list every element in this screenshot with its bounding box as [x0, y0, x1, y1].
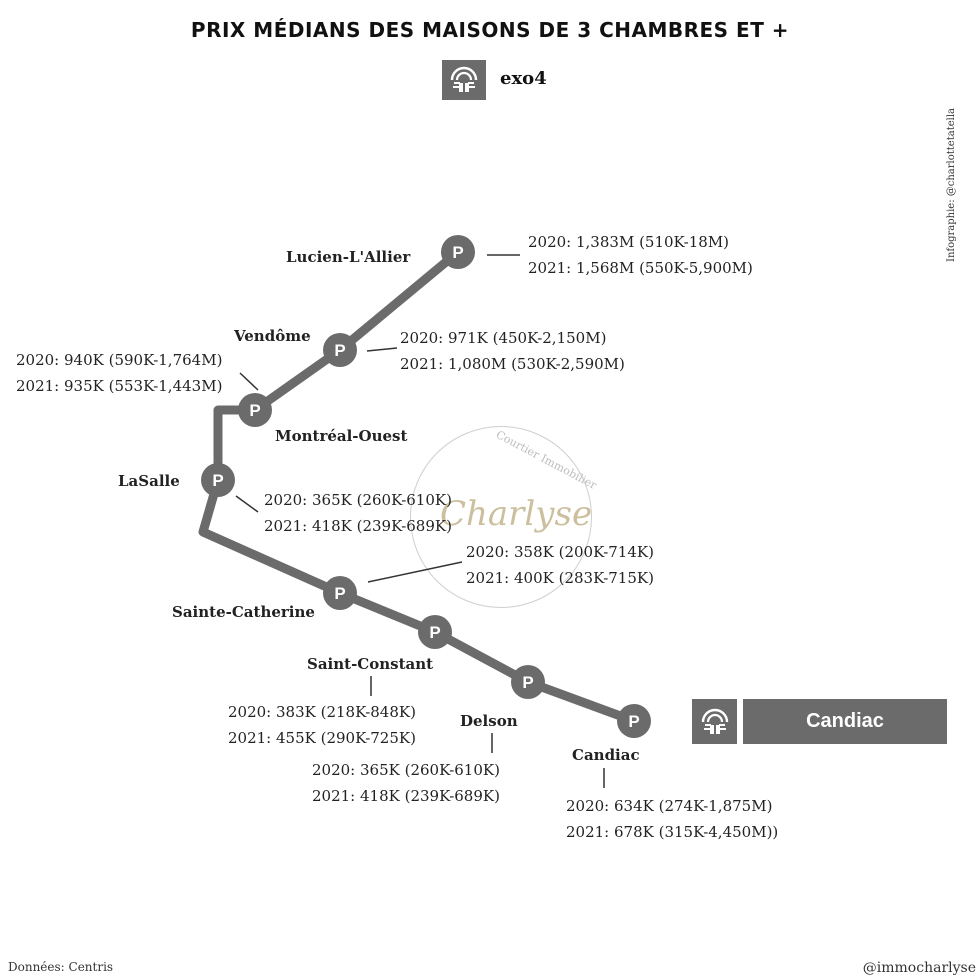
leader-line-lasalle	[235, 495, 259, 513]
data-source: Données: Centris	[8, 960, 114, 974]
station-name-delson: Delson	[460, 712, 518, 730]
svg-text:P: P	[249, 401, 260, 420]
svg-text:P: P	[334, 584, 345, 603]
terminus-sign: Candiac	[743, 699, 947, 744]
price-2020-montreal-ouest: 2020: 940K (590K-1,764M)	[16, 351, 223, 369]
station-name-lucien: Lucien-L'Allier	[286, 248, 411, 266]
stop-marker-saint-constant: P	[418, 615, 452, 649]
svg-text:P: P	[334, 341, 345, 360]
station-name-lasalle: LaSalle	[118, 472, 180, 490]
price-2020-saint-constant: 2020: 383K (218K-848K)	[228, 703, 416, 721]
stop-marker-vendome: P	[323, 333, 357, 367]
price-2020-sainte-catherine: 2020: 358K (200K-714K)	[466, 543, 654, 561]
svg-text:P: P	[429, 623, 440, 642]
svg-text:P: P	[212, 471, 223, 490]
stop-marker-lucien: P	[441, 235, 475, 269]
station-name-sainte-catherine: Sainte-Catherine	[172, 603, 315, 621]
price-2021-lasalle: 2021: 418K (239K-689K)	[264, 517, 452, 535]
price-2020-lucien: 2020: 1,383M (510K-18M)	[528, 233, 730, 251]
price-2020-delson: 2020: 365K (260K-610K)	[312, 761, 500, 779]
stop-marker-montreal-ouest: P	[238, 393, 272, 427]
exo-logo-icon	[692, 699, 737, 744]
leader-line-sainte-catherine	[367, 561, 463, 583]
station-name-saint-constant: Saint-Constant	[307, 655, 434, 673]
price-2021-sainte-catherine: 2021: 400K (283K-715K)	[466, 569, 654, 587]
svg-text:P: P	[628, 712, 639, 731]
stop-marker-lasalle: P	[201, 463, 235, 497]
price-2021-delson: 2021: 418K (239K-689K)	[312, 787, 500, 805]
svg-text:P: P	[452, 243, 463, 262]
leader-line-vendome	[366, 347, 398, 352]
price-2021-saint-constant: 2021: 455K (290K-725K)	[228, 729, 416, 747]
station-name-montreal-ouest: Montréal-Ouest	[275, 427, 408, 445]
stop-marker-candiac: P	[617, 704, 651, 738]
watermark-circle	[410, 426, 592, 608]
watermark-logo-text: Charlyse	[440, 494, 593, 534]
price-2020-lasalle: 2020: 365K (260K-610K)	[264, 491, 452, 509]
train-line	[198, 247, 639, 726]
price-2021-vendome: 2021: 1,080M (530K-2,590M)	[400, 355, 625, 373]
price-2021-candiac: 2021: 678K (315K-4,450M))	[566, 823, 779, 841]
exo-logo-icon	[442, 60, 486, 100]
station-name-vendome: Vendôme	[234, 327, 311, 345]
price-2021-lucien: 2021: 1,568M (550K-5,900M)	[528, 259, 753, 277]
price-2021-montreal-ouest: 2021: 935K (553K-1,443M)	[16, 377, 223, 395]
leader-line-montreal-ouest	[239, 372, 259, 391]
price-2020-vendome: 2020: 971K (450K-2,150M)	[400, 329, 607, 347]
stop-marker-sainte-catherine: P	[323, 576, 357, 610]
svg-text:P: P	[522, 673, 533, 692]
station-name-candiac: Candiac	[572, 746, 640, 764]
stop-marker-delson: P	[511, 665, 545, 699]
brand-name: exo4	[500, 68, 547, 89]
page-title: PRIX MÉDIANS DES MAISONS DE 3 CHAMBRES E…	[190, 18, 790, 42]
price-2020-candiac: 2020: 634K (274K-1,875M)	[566, 797, 773, 815]
social-handle: @immocharlyse	[862, 960, 976, 976]
